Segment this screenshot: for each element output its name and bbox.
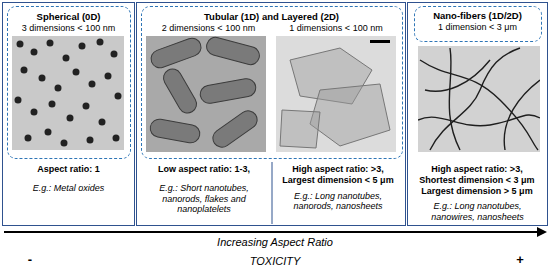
nanorod [148, 36, 203, 70]
text-slot: E.g.: Long nanotubes, nanowires, nanoshe… [412, 201, 543, 223]
text-slot: 1 dimensions < 100 nm [273, 23, 399, 34]
sign-label: + [508, 252, 532, 268]
sphere-particle [31, 49, 38, 56]
text-slot: E.g.: Metal oxides [6, 183, 131, 194]
sphere-particle [105, 73, 112, 80]
size-limit: 3 dimensions < 100 nm [10, 23, 127, 34]
label-slot: TOXICITY [200, 255, 350, 268]
sphere-particle [45, 129, 52, 136]
sphere-particle [47, 40, 54, 47]
nanofiber [430, 48, 520, 150]
arrow-head [537, 227, 547, 237]
category-heading: Nano-fibers (1D/2D) [417, 10, 538, 21]
text-slot: High aspect ratio: >3, Shortest dimensio… [415, 164, 539, 196]
nanorod [149, 118, 201, 144]
sphere-particle [31, 109, 38, 116]
sphere-particle [25, 135, 32, 142]
sphere-particle [63, 55, 70, 62]
category-panel: Low aspect ratio: 1-3, E.g.: Short nanotu… [136, 2, 406, 226]
category-panel: High aspect ratio: >3, Shortest dimensio… [407, 2, 548, 226]
size-group-box: Spherical (0D)3 dimensions < 100 nm [7, 6, 131, 159]
text-slot: High aspect ratio: >3, Largest dimension… [278, 164, 398, 186]
category-heading: Tubular (1D) and Layered (2D) [144, 11, 399, 22]
text-slot: Tubular (1D) and Layered (2D) [144, 11, 399, 22]
micrograph-flakes [276, 36, 396, 152]
example-text: E.g.: Metal oxides [6, 183, 131, 194]
size-limit: 2 dimensions < 100 nm [144, 23, 273, 34]
micrograph-spheres [12, 36, 124, 150]
scale-bar [370, 40, 390, 43]
sphere-particle [115, 93, 122, 100]
toxicity-label: TOXICITY [200, 255, 350, 268]
nanofiber [425, 60, 490, 91]
nanorod [209, 107, 260, 150]
micrograph-fibers [418, 46, 540, 152]
sign-label: - [18, 252, 42, 268]
label-slot: + [508, 252, 532, 268]
aspect-ratio-text: Aspect ratio: 1 [6, 164, 131, 175]
size-group-box: Nano-fibers (1D/2D)1 dimension < 3 μm [414, 6, 542, 42]
label-slot: Increasing Aspect Ratio [150, 236, 400, 249]
text-slot: E.g.: Long nanotubes, nanorods, nanoshee… [278, 191, 398, 213]
nanofiber [418, 115, 540, 126]
nanofiber [504, 80, 540, 150]
text-slot: E.g.: Short nanotubes, nanorods, flakes … [140, 183, 268, 215]
sphere-particle [15, 97, 22, 104]
text-slot: 2 dimensions < 100 nm [144, 23, 273, 34]
category-heading: Spherical (0D) [10, 11, 127, 22]
micrograph-ground [418, 46, 540, 152]
example-text: E.g.: Long nanotubes, nanowires, nanoshe… [412, 201, 543, 223]
text-slot: 3 dimensions < 100 nm [10, 23, 127, 34]
example-text: E.g.: Short nanotubes, nanorods, flakes … [140, 183, 268, 215]
nanorod [160, 66, 200, 117]
sphere-particle [79, 43, 86, 50]
nanoflake [280, 110, 320, 148]
text-slot: Low aspect ratio: 1-3, [140, 164, 268, 175]
sphere-particle [97, 39, 104, 46]
size-limit: 1 dimension < 3 μm [417, 22, 538, 33]
text-slot: Nano-fibers (1D/2D) [417, 10, 538, 21]
sphere-particle [39, 75, 46, 82]
size-limit: 1 dimensions < 100 nm [273, 23, 399, 34]
sphere-particle [99, 119, 106, 126]
sphere-particle [73, 69, 80, 76]
trend-arrow [4, 231, 538, 233]
text-slot: Aspect ratio: 1 [6, 164, 131, 175]
nanorod [205, 36, 262, 67]
nanoflake [310, 84, 390, 146]
sphere-particle [67, 115, 74, 122]
nanorod [199, 77, 257, 104]
aspect-ratio-text: High aspect ratio: >3, Largest dimension… [278, 164, 398, 186]
sphere-particle [17, 41, 24, 48]
micrograph-rods [146, 36, 266, 152]
micrograph-ground [146, 36, 266, 152]
example-text: E.g.: Long nanotubes, nanorods, nanoshee… [278, 191, 398, 213]
sphere-particle [111, 51, 118, 58]
column-divider [272, 162, 273, 224]
text-slot: 1 dimension < 3 μm [417, 22, 538, 33]
micrograph-ground [276, 36, 396, 152]
axis-label: Increasing Aspect Ratio [150, 236, 400, 249]
sphere-particle [21, 67, 28, 74]
label-slot: - [18, 252, 42, 268]
sphere-particle [61, 140, 68, 147]
size-group-box: Tubular (1D) and Layered (2D)2 dimension… [141, 6, 403, 159]
aspect-ratio-text: High aspect ratio: >3, Shortest dimensio… [415, 164, 539, 196]
micrograph-ground [12, 36, 124, 150]
sphere-particle [55, 85, 62, 92]
sphere-particle [89, 81, 96, 88]
category-panel: Aspect ratio: 1 E.g.: Metal oxides Spheric… [2, 2, 135, 226]
aspect-ratio-text: Low aspect ratio: 1-3, [140, 164, 268, 175]
sphere-particle [83, 103, 90, 110]
sphere-particle [87, 137, 94, 144]
sphere-particle [49, 101, 56, 108]
nanofiber [449, 48, 460, 150]
text-slot: Spherical (0D) [10, 11, 127, 22]
sphere-particle [113, 135, 120, 142]
